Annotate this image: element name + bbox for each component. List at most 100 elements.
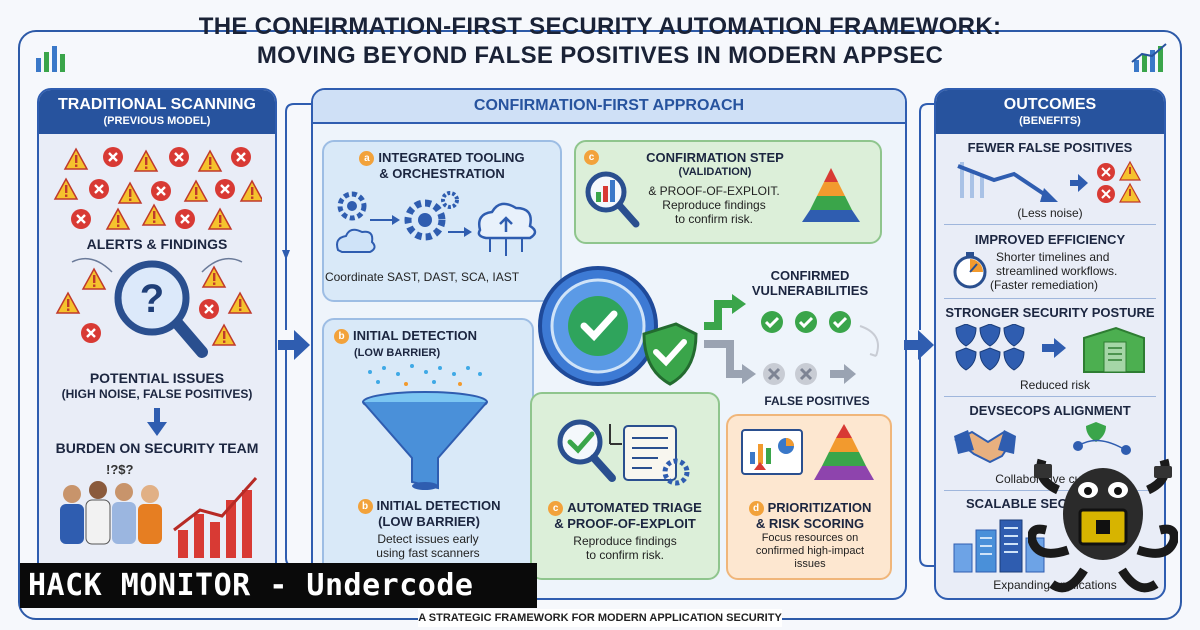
potential-issues-label: POTENTIAL ISSUES (HIGH NOISE, FALSE POSI… <box>40 370 274 402</box>
outcome-branches-icon <box>704 294 879 385</box>
tooling-title-line-2: & ORCHESTRATION <box>379 166 505 181</box>
svg-text:!?$?: !?$? <box>106 462 134 477</box>
triage-title-2: & PROOF-OF-EXPLOIT <box>554 516 696 531</box>
confirmed-label-1: CONFIRMED <box>770 268 850 283</box>
false-positives-label: FALSE POSITIVES <box>764 394 870 408</box>
detection-top-title-text: INITIAL DETECTION <box>353 328 477 343</box>
efficiency-desc-1: Shorter timelines and <box>996 250 1110 264</box>
badge-b-top: b <box>334 329 349 344</box>
funnel-icon <box>362 364 488 490</box>
tooling-desc: Coordinate SAST, DAST, SCA, IAST <box>324 270 520 284</box>
badge-c-top: c <box>584 150 599 165</box>
traditional-panel-header: TRADITIONAL SCANNING (PREVIOUS MODEL) <box>39 90 275 134</box>
title-line-2: MOVING BEYOND FALSE POSITIVES IN MODERN … <box>256 42 944 69</box>
approach-header: CONFIRMATION-FIRST APPROACH <box>313 90 905 124</box>
downtrend-icon <box>957 160 1142 203</box>
stopwatch-icon <box>953 252 987 289</box>
confirmation-desc-2: Reproduce findings <box>662 198 766 212</box>
traditional-subheading: (PREVIOUS MODEL) <box>103 115 211 127</box>
efficiency-desc-2: streamlined workflows. <box>996 264 1118 278</box>
badge-b-bottom: b <box>357 499 373 514</box>
city-buildings-icon <box>953 519 1045 573</box>
question-magnifier-icon: ? <box>56 257 252 358</box>
outcome-divider-3 <box>944 396 1156 397</box>
alerts-cluster-icon <box>54 145 262 231</box>
devsecops-title: DEVSECOPS ALIGNMENT <box>969 403 1131 418</box>
triage-desc: Reproduce findings to confirm risk. <box>536 534 714 562</box>
detection-bottom-sub: (LOW BARRIER) <box>378 514 480 529</box>
alerts-findings-label: ALERTS & FINDINGS <box>86 236 228 252</box>
outcome-divider-2 <box>944 298 1156 299</box>
left-to-center-arrow-icon <box>278 330 310 360</box>
gears-cloud-icon <box>336 191 537 256</box>
efficiency-desc-3: (Faster remediation) <box>990 278 1099 292</box>
prioritization-title-2: & RISK SCORING <box>755 516 865 531</box>
outcomes-header: OUTCOMES (BENEFITS) <box>936 90 1164 134</box>
detection-bottom-desc-2: using fast scanners <box>376 546 480 560</box>
detection-top-title: b INITIAL DETECTION (LOW BARRIER) <box>334 328 524 361</box>
handshake-team-icon <box>954 422 1131 464</box>
center-to-right-arrow-icon <box>904 330 934 360</box>
title-line-1: THE CONFIRMATION-FIRST SECURITY AUTOMATI… <box>198 13 1002 40</box>
outcomes-heading: OUTCOMES <box>1003 96 1097 113</box>
approach-heading: CONFIRMATION-FIRST APPROACH <box>473 97 745 114</box>
svg-text:?: ? <box>140 277 164 321</box>
posture-title: STRONGER SECURITY POSTURE <box>945 305 1155 320</box>
badge-d: d <box>748 501 764 516</box>
traditional-heading: TRADITIONAL SCANNING <box>58 96 256 113</box>
confirmed-label-2: VULNERABILITIES <box>751 283 869 298</box>
efficiency-desc: Shorter timelines and streamlined workfl… <box>990 250 1162 292</box>
triage-magnifier-icon <box>557 419 690 486</box>
shields-building-icon <box>955 324 1145 373</box>
detection-bottom-desc-1: Detect issues early <box>377 532 479 546</box>
connector-right-icon <box>919 103 936 567</box>
detection-bottom-title-text: INITIAL DETECTION <box>376 498 501 513</box>
confirmation-title-text: CONFIRMATION STEP <box>646 150 784 165</box>
prioritization-title-1: PRIORITIZATION <box>767 500 872 515</box>
detection-bottom-desc: Detect issues early using fast scanners <box>330 532 526 560</box>
risk-pyramid-icon <box>802 168 860 222</box>
confirmation-desc: & PROOF-OF-EXPLOIT. Reproduce findings t… <box>636 184 792 226</box>
tooling-title-line-1: INTEGRATED TOOLING <box>378 150 525 165</box>
dashboard-pyramid-icon <box>741 424 874 480</box>
potential-issues-sub: (HIGH NOISE, FALSE POSITIVES) <box>61 387 253 401</box>
fewer-fp-title: FEWER FALSE POSITIVES <box>967 140 1133 155</box>
page-title: THE CONFIRMATION-FIRST SECURITY AUTOMATI… <box>160 12 1040 70</box>
bar-chart-icon <box>36 46 65 72</box>
octopus-hacker-logo-icon <box>1028 458 1178 593</box>
confirmation-sub: (VALIDATION) <box>678 166 752 178</box>
confirmed-label: CONFIRMED VULNERABILITIES <box>740 268 880 298</box>
fewer-fp-desc: (Less noise) <box>1017 206 1083 220</box>
outcome-divider-1 <box>944 224 1156 225</box>
chart-magnifier-icon <box>585 171 640 228</box>
prioritization-desc: Focus resources on confirmed high-impact… <box>732 532 888 571</box>
stressed-team-icon: !?$? <box>60 462 258 558</box>
triage-card <box>530 392 720 580</box>
confirmation-desc-1: & PROOF-OF-EXPLOIT. <box>648 184 780 198</box>
prioritization-desc-1: Focus resources on <box>761 532 859 544</box>
confirmation-title: c CONFIRMATION STEP (VALIDATION) <box>584 150 830 180</box>
detection-top-sub: (LOW BARRIER) <box>354 347 441 359</box>
footer-caption: A STRATEGIC FRAMEWORK FOR MODERN APPLICA… <box>418 609 782 627</box>
outcomes-subheading: (BENEFITS) <box>1019 115 1081 127</box>
prioritization-desc-3: issues <box>794 558 826 570</box>
triage-desc-2: to confirm risk. <box>585 548 664 562</box>
banner-text: HACK MONITOR - Undercode <box>28 568 474 603</box>
burden-label: BURDEN ON SECURITY TEAM <box>55 440 259 456</box>
prioritization-desc-2: confirmed high-impact <box>755 545 865 557</box>
badge-c-bottom: c <box>548 501 564 516</box>
potential-issues-title: POTENTIAL ISSUES <box>89 370 225 386</box>
efficiency-title: IMPROVED EFFICIENCY <box>974 232 1126 247</box>
hack-monitor-banner: HACK MONITOR - Undercode <box>20 563 537 608</box>
trend-chart-icon <box>1131 43 1167 72</box>
confirmation-desc-3: to confirm risk. <box>674 212 753 226</box>
triage-title-1: AUTOMATED TRIAGE <box>567 500 702 515</box>
badge-a: a <box>359 151 375 166</box>
down-arrow-icon <box>147 408 167 436</box>
posture-desc: Reduced risk <box>1019 378 1091 392</box>
validation-hub-icon <box>538 266 698 386</box>
